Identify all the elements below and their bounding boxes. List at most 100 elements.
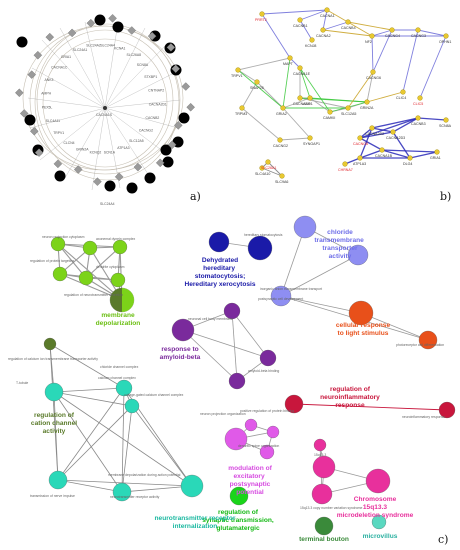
panel-c-node	[365, 468, 391, 494]
panel-a-black-node	[104, 180, 116, 192]
panel-a-gene-label: STXBP1	[144, 75, 157, 79]
panel-a-nodes	[15, 14, 195, 194]
panel-b-gene-label: CACNA1B	[375, 154, 393, 158]
panel-a-gene-label: SLC4A11	[46, 119, 60, 123]
panel-c-term-label: T-tubule	[16, 381, 28, 385]
panel-b-gene-node	[235, 67, 241, 73]
panel-b-gene-node	[415, 27, 421, 33]
panel-a-gene-label: KCNA1	[114, 46, 125, 50]
cluster-label-microvillus: microvillus	[363, 533, 398, 540]
panel-c-node	[418, 330, 438, 350]
panel-b-gene-node	[280, 105, 286, 111]
panel-a-gene-label: AMPH	[41, 92, 51, 96]
panel-b-gene-label: CACNG4	[385, 34, 400, 38]
panel-a-gene-label: CLCN4	[63, 141, 74, 145]
panel-b-gene-label: KCNJ8	[305, 44, 316, 48]
panel-b-gene-node	[259, 165, 265, 171]
panel-b-gene-node	[364, 99, 370, 105]
panel-b-gene-label: NF2	[365, 40, 372, 44]
panel-b-gene-label: MAPT	[283, 62, 294, 66]
panel-a-gene-label: SLC12A5	[129, 139, 144, 143]
panel-a-center-label: CACNA1S	[96, 113, 113, 117]
panel-a-black-node	[24, 114, 36, 126]
panel-a-gene-label: GRIA1	[61, 55, 71, 59]
panel-c-node	[259, 444, 275, 460]
panel-c-node	[124, 398, 140, 414]
panel-c-term-label: neuron projection organization	[200, 412, 246, 416]
panel-b-gene-node	[357, 155, 363, 161]
panel-a-diamond-node	[93, 177, 102, 186]
panel-a-diamond-node	[127, 26, 137, 35]
panel-a-black-node	[162, 156, 174, 168]
panel-b-gene-node	[357, 135, 363, 141]
panel-b-gene-node	[407, 155, 413, 161]
panel-a-diamond-node	[173, 121, 183, 130]
panel-a-gene-label: SCN8A	[137, 63, 149, 67]
panel-b-gene-label: CHRNA7	[338, 168, 353, 172]
panel-b-gene-node	[239, 105, 245, 111]
panel-b-gene-node	[417, 95, 423, 101]
panel-c-term-label: voltage-gated calcium channel complex	[124, 393, 184, 397]
panel-a-gene-label: CNTNAP2	[148, 88, 164, 92]
panel-c-node	[244, 418, 258, 432]
panel-b-gene-node	[345, 19, 351, 25]
panel-b-gene-label: TRPV1	[231, 74, 243, 78]
panel-b-gene-label: SLC26A1	[261, 166, 276, 170]
panel-b-gene-node	[369, 33, 375, 39]
panel-c-label: c)	[438, 533, 448, 546]
panel-b-gene-node	[370, 69, 376, 75]
panel-a-gene-label: ATP1A3	[117, 146, 129, 150]
panel-c-node	[50, 236, 66, 252]
panel-c-term-label: membrane depolarization during action po…	[108, 473, 181, 477]
panel-c-node	[313, 438, 327, 452]
panel-c-node	[223, 302, 241, 320]
panel-b-gene-node	[297, 65, 303, 71]
panel-a-diamond-node	[29, 126, 39, 136]
panel-b-gene-node	[345, 105, 351, 111]
panel-a-diamond-node	[147, 31, 157, 41]
panel-b-gene-node	[259, 11, 265, 17]
panel-c-term-label: neuroinflammatory response	[402, 415, 445, 419]
panel-a-diamond-node	[108, 14, 117, 23]
panel-a-diamond-node	[166, 43, 176, 52]
panel-b-gene-node	[320, 27, 326, 33]
panel-b-gene-node	[254, 79, 260, 85]
panel-b-gene-label: CACNA1	[320, 14, 335, 18]
panel-b-gene-label: SNAP25	[250, 86, 264, 90]
panel-c-node	[208, 231, 230, 253]
panel-b-gene-label: SCN8A	[439, 124, 452, 128]
panel-a-gene-label: CACNB2	[146, 116, 160, 120]
panel-c-node	[348, 300, 374, 326]
panel-b-gene-label: ANO1	[303, 102, 313, 106]
panel-b-gene-label: CACNA1E	[293, 72, 311, 76]
panel-b-label: b)	[440, 190, 451, 203]
panel-a-gene-label: KCNQ2	[90, 151, 102, 155]
panel-c-node	[371, 514, 387, 530]
panel-b-gene-label: SLC12A5	[341, 112, 356, 116]
panel-c-term-label: regulation of protein targeting	[30, 259, 74, 263]
panel-c-node	[312, 455, 336, 479]
panel-c-term-label: postsynaptic cell development	[258, 297, 303, 301]
panel-b-gene-node	[400, 89, 406, 95]
panel-c-term-label: dendritic spine organization	[238, 444, 279, 448]
panel-a-diamond-node	[45, 32, 55, 42]
panel-b-gene-node	[309, 37, 315, 43]
cluster-label-terminal-bouton: terminal bouton	[299, 536, 349, 543]
panel-b-gene-label: CAMKII	[323, 116, 335, 120]
panel-b-gene-node	[287, 55, 293, 61]
panel-b-gene-node	[297, 95, 303, 101]
panel-c-term-label: inorganic anion transmembrane transport	[260, 287, 322, 291]
panel-b-gene-node	[327, 109, 333, 115]
panel-c-term-label: regulation of neurotransmitter secretion	[64, 293, 123, 297]
panel-b-gene-label: CACNB4	[341, 26, 356, 30]
panel-c-node	[229, 486, 249, 506]
panel-c-term-label: neurotransmitter receptor activity	[110, 495, 160, 499]
panel-b-gene-label: CACNA2	[316, 34, 331, 38]
panel-c-node	[180, 474, 204, 498]
panel-b-gene-label: SLC9A6	[275, 180, 288, 184]
